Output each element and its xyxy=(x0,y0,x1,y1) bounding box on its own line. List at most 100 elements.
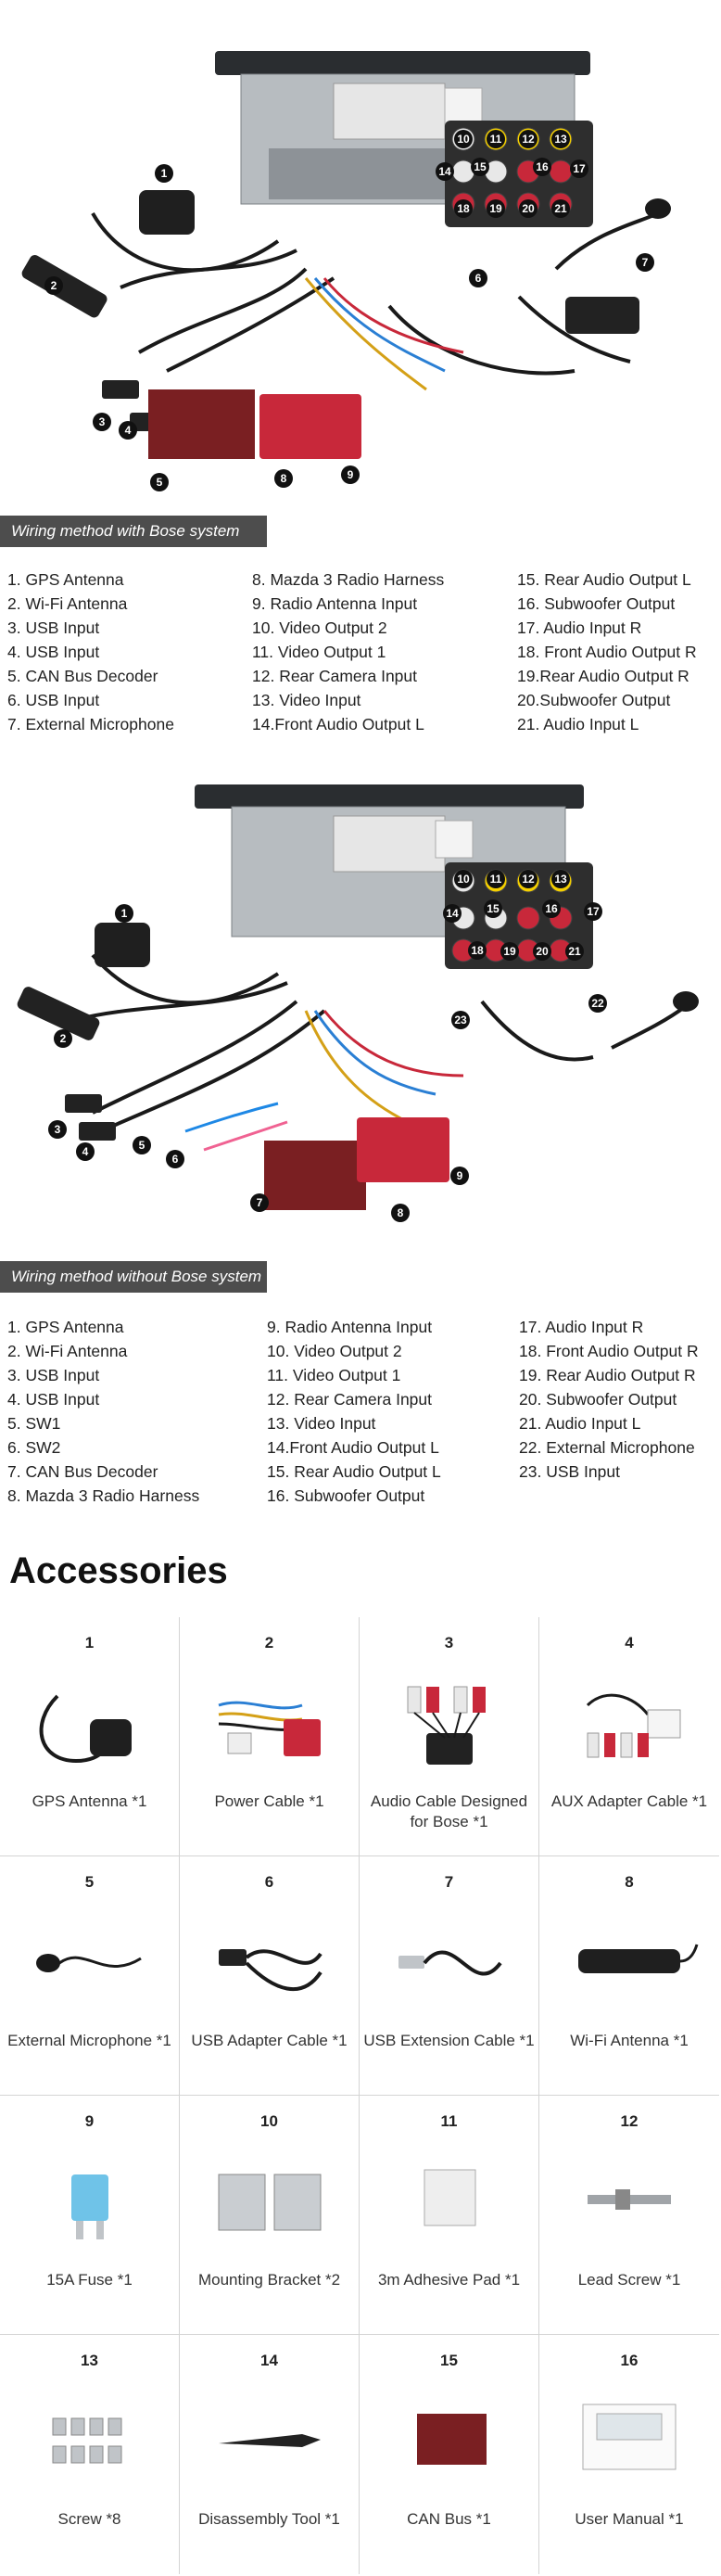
accessory-caption: GPS Antenna *1 xyxy=(32,1792,147,1810)
legend-item: 14.Front Audio Output L xyxy=(252,715,424,733)
legend-column: 15. Rear Audio Output L 16. Subwoofer Ou… xyxy=(517,567,697,736)
callout-badge: 18 xyxy=(454,199,473,218)
legend-item: 14.Front Audio Output L xyxy=(267,1438,439,1457)
callout-number: 20 xyxy=(536,945,549,958)
callout-badge: 9 xyxy=(341,465,360,484)
accessory-number: 3 xyxy=(444,1634,454,1651)
legend-item: 9. Radio Antenna Input xyxy=(252,594,418,613)
callout-number: 12 xyxy=(522,133,535,146)
accessory-item: 3 Audio Cable Designed for Bose *1 xyxy=(360,1617,539,1856)
power-cable-icon xyxy=(218,1701,321,1756)
accessory-item: 5 External Microphone *1 xyxy=(0,1856,180,2096)
callout-number: 9 xyxy=(348,468,354,481)
callout-number: 5 xyxy=(139,1139,145,1152)
callout-badge: 20 xyxy=(533,942,551,961)
wiring-diagram-no-bose-svg: 1 2 3 4 5 6 7 8 9 10 11 12 13 14 15 16 1… xyxy=(17,784,699,1222)
legend-item: 3. USB Input xyxy=(7,618,100,637)
callout-badge: 4 xyxy=(119,421,137,440)
callout-number: 22 xyxy=(591,997,604,1010)
legend-item: 1. GPS Antenna xyxy=(7,570,124,589)
callout-badge: 12 xyxy=(519,130,538,148)
callout-badge: 9 xyxy=(450,1167,469,1185)
legend-item: 18. Front Audio Output R xyxy=(519,1342,699,1360)
legend-item: 4. USB Input xyxy=(7,1390,100,1409)
accessory-item: 14 Disassembly Tool *1 xyxy=(180,2335,360,2574)
callout-number: 16 xyxy=(536,160,549,173)
legend-item: 2. Wi-Fi Antenna xyxy=(7,1342,128,1360)
legend-item: 3. USB Input xyxy=(7,1366,100,1384)
callout-badge: 6 xyxy=(166,1150,184,1168)
callout-badge: 1 xyxy=(115,904,133,923)
legend-item: 10. Video Output 2 xyxy=(267,1342,402,1360)
legend-item: 10. Video Output 2 xyxy=(252,618,387,637)
accessory-number: 11 xyxy=(440,2112,458,2130)
callout-badge: 14 xyxy=(436,162,454,181)
screws-icon xyxy=(52,2417,122,2464)
usb-adapter-icon xyxy=(219,1949,323,1991)
accessory-caption: CAN Bus *1 xyxy=(407,2510,491,2528)
callout-number: 18 xyxy=(457,202,470,215)
manual-icon xyxy=(582,2404,677,2470)
callout-number: 21 xyxy=(554,202,567,215)
callout-badge: 13 xyxy=(551,870,570,888)
callout-badge: 5 xyxy=(150,473,169,491)
callout-number: 11 xyxy=(490,133,502,146)
accessory-number: 15 xyxy=(440,2352,458,2369)
callout-badge: 8 xyxy=(274,469,293,488)
accessory-item: 11 3m Adhesive Pad *1 xyxy=(360,2096,539,2335)
legend-item: 20.Subwoofer Output xyxy=(517,691,671,709)
accessory-item: 12 Lead Screw *1 xyxy=(539,2096,719,2335)
legend-item: 23. USB Input xyxy=(519,1462,620,1481)
bracket-icon xyxy=(218,2174,322,2231)
legend-item: 13. Video Input xyxy=(252,691,361,709)
accessory-number: 5 xyxy=(84,1873,95,1891)
legend-item: 17. Audio Input R xyxy=(519,1318,644,1336)
callout-badge: 6 xyxy=(469,269,487,287)
legend-column: 1. GPS Antenna 2. Wi-Fi Antenna 3. USB I… xyxy=(7,1315,199,1508)
accessory-item: 6 USB Adapter Cable *1 xyxy=(180,1856,360,2096)
legend-no-bose: 1. GPS Antenna 2. Wi-Fi Antenna 3. USB I… xyxy=(0,1315,721,1514)
callout-badge: 16 xyxy=(542,899,561,918)
callout-badge: 7 xyxy=(250,1193,269,1212)
callout-badge: 11 xyxy=(487,130,505,148)
callout-badge: 10 xyxy=(454,130,473,148)
accessory-number: 13 xyxy=(81,2352,98,2369)
accessory-item: 13 Screw *8 xyxy=(0,2335,180,2574)
callout-number: 10 xyxy=(457,133,470,146)
callout-number: 16 xyxy=(545,902,558,915)
callout-number: 2 xyxy=(51,279,57,292)
callout-number: 19 xyxy=(503,945,516,958)
callout-badge: 13 xyxy=(551,130,570,148)
legend-item: 15. Rear Audio Output L xyxy=(517,570,691,589)
aux-cable-icon xyxy=(586,1693,681,1758)
accessory-item: 7 USB Extension Cable *1 xyxy=(360,1856,539,2096)
callout-number: 3 xyxy=(99,415,106,428)
legend-item: 17. Audio Input R xyxy=(517,618,642,637)
callout-badge: 3 xyxy=(48,1120,67,1139)
accessory-number: 1 xyxy=(84,1634,95,1651)
callout-badge: 4 xyxy=(76,1142,95,1161)
callout-badge: 19 xyxy=(500,942,519,961)
accessory-caption: Lead Screw *1 xyxy=(577,2271,681,2289)
callout-number: 4 xyxy=(82,1145,89,1158)
accessory-number: 7 xyxy=(444,1873,454,1891)
callout-badge: 8 xyxy=(391,1204,410,1222)
accessory-item: 15 CAN Bus *1 xyxy=(360,2335,539,2574)
callout-number: 14 xyxy=(446,907,459,920)
accessory-caption: Audio Cable Designed for Bose *1 xyxy=(370,1792,528,1830)
legend-item: 16. Subwoofer Output xyxy=(517,594,676,613)
callout-badge: 12 xyxy=(519,870,538,888)
callout-number: 13 xyxy=(554,133,567,146)
accessory-number: 12 xyxy=(620,2112,639,2130)
callout-number: 18 xyxy=(471,944,484,957)
callout-number: 13 xyxy=(554,873,567,886)
callout-number: 2 xyxy=(60,1032,67,1045)
legend-item: 19.Rear Audio Output R xyxy=(517,667,689,685)
callout-badge: 15 xyxy=(484,899,502,918)
accessory-item: 8 Wi-Fi Antenna *1 xyxy=(539,1856,719,2096)
accessory-item: 2 Power Cable *1 xyxy=(180,1617,360,1856)
lead-screw-icon xyxy=(588,2189,671,2210)
callout-badge: 16 xyxy=(533,158,551,176)
legend-item: 6. SW2 xyxy=(7,1438,61,1457)
callout-number: 3 xyxy=(55,1123,61,1136)
